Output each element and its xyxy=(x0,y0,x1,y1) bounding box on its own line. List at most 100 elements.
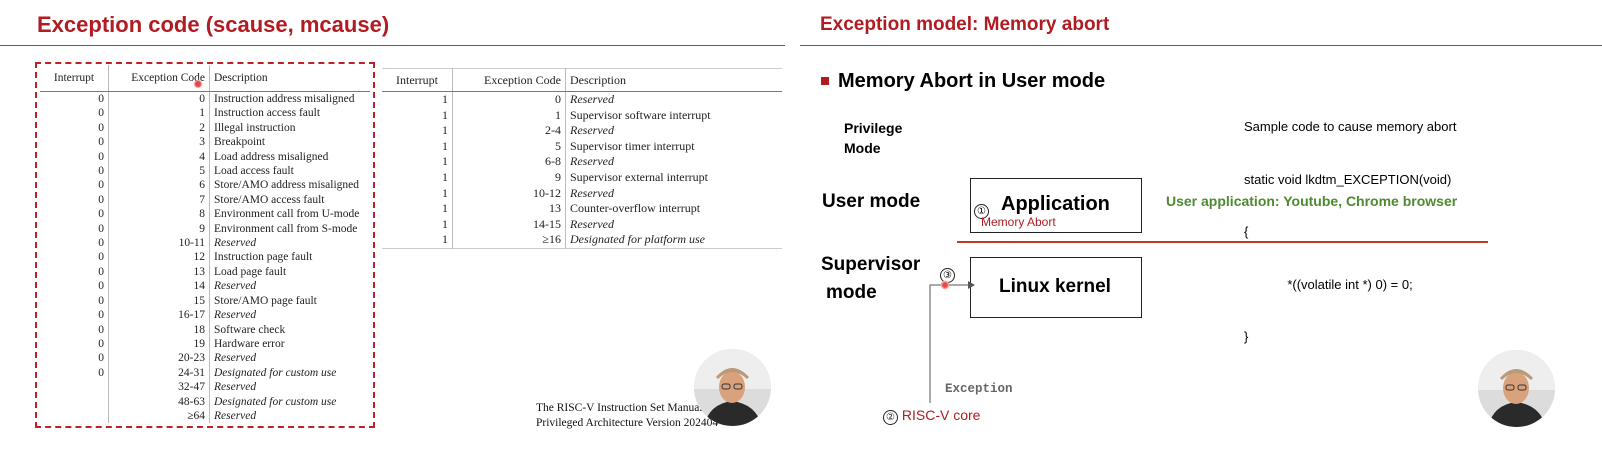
privilege-line1: Privilege xyxy=(844,120,903,136)
interrupt-cell: 1 xyxy=(382,91,453,108)
interrupt-cell: 0 xyxy=(40,91,109,107)
description-cell: Breakpoint xyxy=(214,136,266,149)
user-mode-label: User mode xyxy=(822,191,921,212)
exception-code-cell: 13 xyxy=(452,201,566,217)
step2-circle-icon: ② xyxy=(883,410,898,425)
description-cell: Load page fault xyxy=(214,265,287,278)
interrupt-cell: 0 xyxy=(40,207,109,222)
description-cell: Reserved xyxy=(570,216,614,231)
interrupt-cell: 1 xyxy=(382,201,453,217)
interrupt-cell: 0 xyxy=(40,192,109,208)
supervisor-line2: mode xyxy=(826,282,877,303)
interrupt-cell: 1 xyxy=(382,107,453,124)
description-cell: Designated for platform use xyxy=(570,232,705,247)
interrupt-cell: 1 xyxy=(382,169,453,186)
exception-code-cell: 12 xyxy=(108,250,210,265)
interrupt-cell: 0 xyxy=(40,236,109,251)
memory-abort-label: Memory Abort xyxy=(981,215,1056,229)
description-cell: Load access fault xyxy=(214,165,294,178)
supervisor-line1: Supervisor xyxy=(821,254,921,275)
exception-code-cell: 19 xyxy=(108,336,210,352)
interrupt-cell: 1 xyxy=(382,154,453,170)
exception-code-cell: 6-8 xyxy=(452,154,566,170)
step1-marker: ① xyxy=(974,201,989,219)
code-line: { xyxy=(1244,224,1249,239)
exception-label: Exception xyxy=(945,382,1013,396)
description-cell: Reserved xyxy=(570,154,614,169)
interrupt-cell: 0 xyxy=(40,351,109,366)
description-cell: Reserved xyxy=(214,309,257,322)
privilege-mode-label: Privilege Mode xyxy=(844,118,902,158)
exception-code-cell: 2 xyxy=(108,120,210,136)
manual-caption-line1: The RISC-V Instruction Set Manual: V xyxy=(536,402,717,414)
col-description: Description xyxy=(565,68,782,92)
col-interrupt: Interrupt xyxy=(40,65,109,92)
description-cell: Environment call from S-mode xyxy=(214,222,358,235)
sample-code-block: Sample code to cause memory abort static… xyxy=(1244,83,1456,363)
exception-code-cell: 10-12 xyxy=(452,185,566,202)
description-cell: Instruction access fault xyxy=(214,107,321,120)
right-slide-title: Exception model: Memory abort xyxy=(820,14,1110,35)
exception-code-cell: 5 xyxy=(108,164,210,179)
exception-code-cell: 5 xyxy=(452,138,566,155)
description-cell: Environment call from U-mode xyxy=(214,208,360,221)
exception-code-cell: 13 xyxy=(108,264,210,280)
interrupt-cell: 1 xyxy=(382,138,453,155)
exception-code-cell: 9 xyxy=(452,169,566,186)
description-cell: Illegal instruction xyxy=(214,121,296,134)
cursor-dot-icon xyxy=(194,80,202,88)
description-cell: Store/AMO address misaligned xyxy=(214,179,360,192)
code-line: Sample code to cause memory abort xyxy=(1244,119,1457,134)
description-cell: Reserved xyxy=(214,381,257,394)
exception-code-cell: ≥64 xyxy=(108,408,210,424)
interrupt-cell xyxy=(40,380,109,395)
exception-code-cell: 6 xyxy=(108,178,210,193)
interrupt-cell: 0 xyxy=(40,365,109,381)
description-cell: Reserved xyxy=(214,352,257,365)
interrupt-cell: 0 xyxy=(40,279,109,294)
description-cell: Reserved xyxy=(214,409,257,422)
description-cell: Supervisor timer interrupt xyxy=(570,138,695,153)
presenter-webcam-right xyxy=(1478,350,1555,427)
application-box: ① Application Memory Abort xyxy=(970,178,1142,233)
interrupt-cell: 0 xyxy=(40,293,109,309)
exception-code-cell: 10-11 xyxy=(108,236,210,251)
exception-path-arrow xyxy=(929,280,975,403)
exception-code-cell: 1 xyxy=(108,106,210,121)
interrupt-cell: 0 xyxy=(40,250,109,265)
exception-code-cell: 14-15 xyxy=(452,216,566,233)
description-cell: Instruction page fault xyxy=(214,251,313,264)
section-heading: Memory Abort in User mode xyxy=(838,70,1106,92)
left-title-rule xyxy=(0,45,785,46)
col-exception-code: Exception Code xyxy=(108,65,210,92)
table1-highlight-box xyxy=(35,62,375,428)
description-cell: Software check xyxy=(214,323,286,336)
exception-code-cell: 15 xyxy=(108,293,210,309)
description-cell: Supervisor software interrupt xyxy=(570,107,711,122)
col-description: Description xyxy=(209,65,370,92)
exception-code-cell: 14 xyxy=(108,279,210,294)
exception-code-cell: 20-23 xyxy=(108,351,210,366)
linux-kernel-box: Linux kernel xyxy=(970,257,1142,318)
table-row: ≥64 Reserved xyxy=(40,408,370,424)
